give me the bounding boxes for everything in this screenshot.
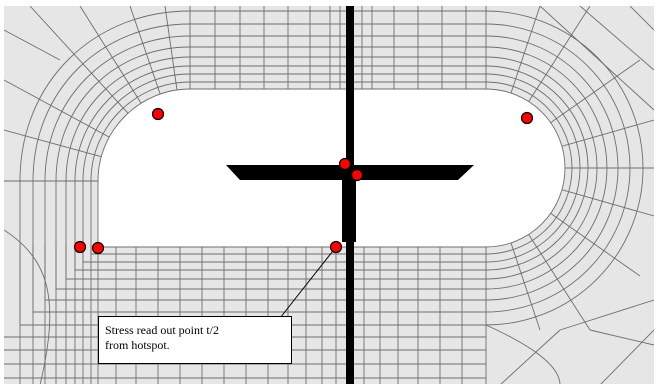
callout-text-line-2: from hotspot.	[105, 338, 170, 352]
callout-box: Stress read out point t/2 from hotspot.	[98, 316, 292, 364]
hotspot-marker	[338, 157, 352, 171]
callout-leader-line	[279, 246, 337, 319]
callout-text-line-1: Stress read out point t/2	[105, 323, 219, 337]
hotspot-marker	[151, 107, 165, 121]
hotspot-marker	[329, 240, 343, 254]
hotspot-markers	[73, 107, 534, 255]
hotspot-marker	[91, 241, 105, 255]
hotspot-marker	[520, 111, 534, 125]
hotspot-marker	[350, 168, 364, 182]
hotspot-marker	[73, 240, 87, 254]
web-lower-thick	[342, 172, 356, 242]
